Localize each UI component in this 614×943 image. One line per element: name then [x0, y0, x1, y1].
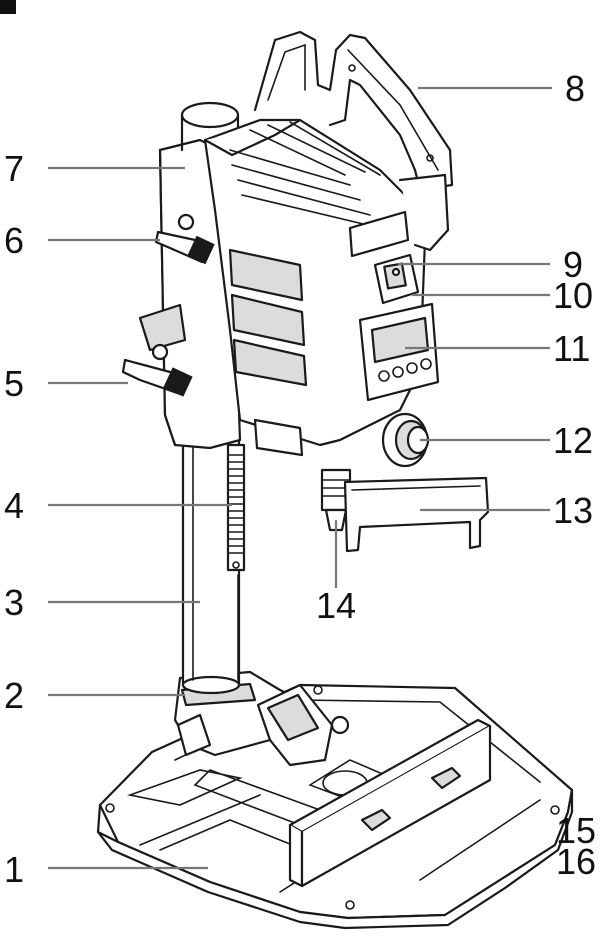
callout-5: 5	[4, 363, 24, 404]
callout-1: 1	[4, 849, 24, 890]
corner-mark	[0, 0, 16, 14]
leader-lines	[48, 86, 552, 870]
callout-4: 4	[4, 485, 24, 526]
callout-14: 14	[316, 585, 356, 626]
callout-2: 2	[4, 675, 24, 716]
callout-12: 12	[553, 420, 593, 461]
callout-labels: 1 2 3 4 5 6 7 8 9 10 11 12 13 14 15 16	[4, 68, 596, 890]
carry-handle	[253, 30, 454, 252]
callout-9: 9	[563, 244, 583, 285]
callout-6: 6	[4, 220, 24, 261]
callout-8: 8	[565, 68, 585, 109]
handle-upper	[154, 213, 215, 265]
chuck-guard	[343, 476, 490, 553]
callout-11: 11	[553, 328, 590, 369]
drill-press-illustration	[96, 30, 574, 930]
callout-10: 10	[553, 275, 593, 316]
display-panel	[358, 302, 440, 402]
callout-3: 3	[4, 582, 24, 623]
callout-7: 7	[4, 148, 24, 189]
handle-lower	[121, 343, 193, 397]
fence	[139, 718, 492, 888]
callout-13: 13	[553, 490, 593, 531]
on-off-switch	[373, 253, 420, 305]
callout-15: 15	[556, 810, 596, 851]
callout-16: 16	[556, 841, 596, 882]
rack	[226, 443, 246, 681]
